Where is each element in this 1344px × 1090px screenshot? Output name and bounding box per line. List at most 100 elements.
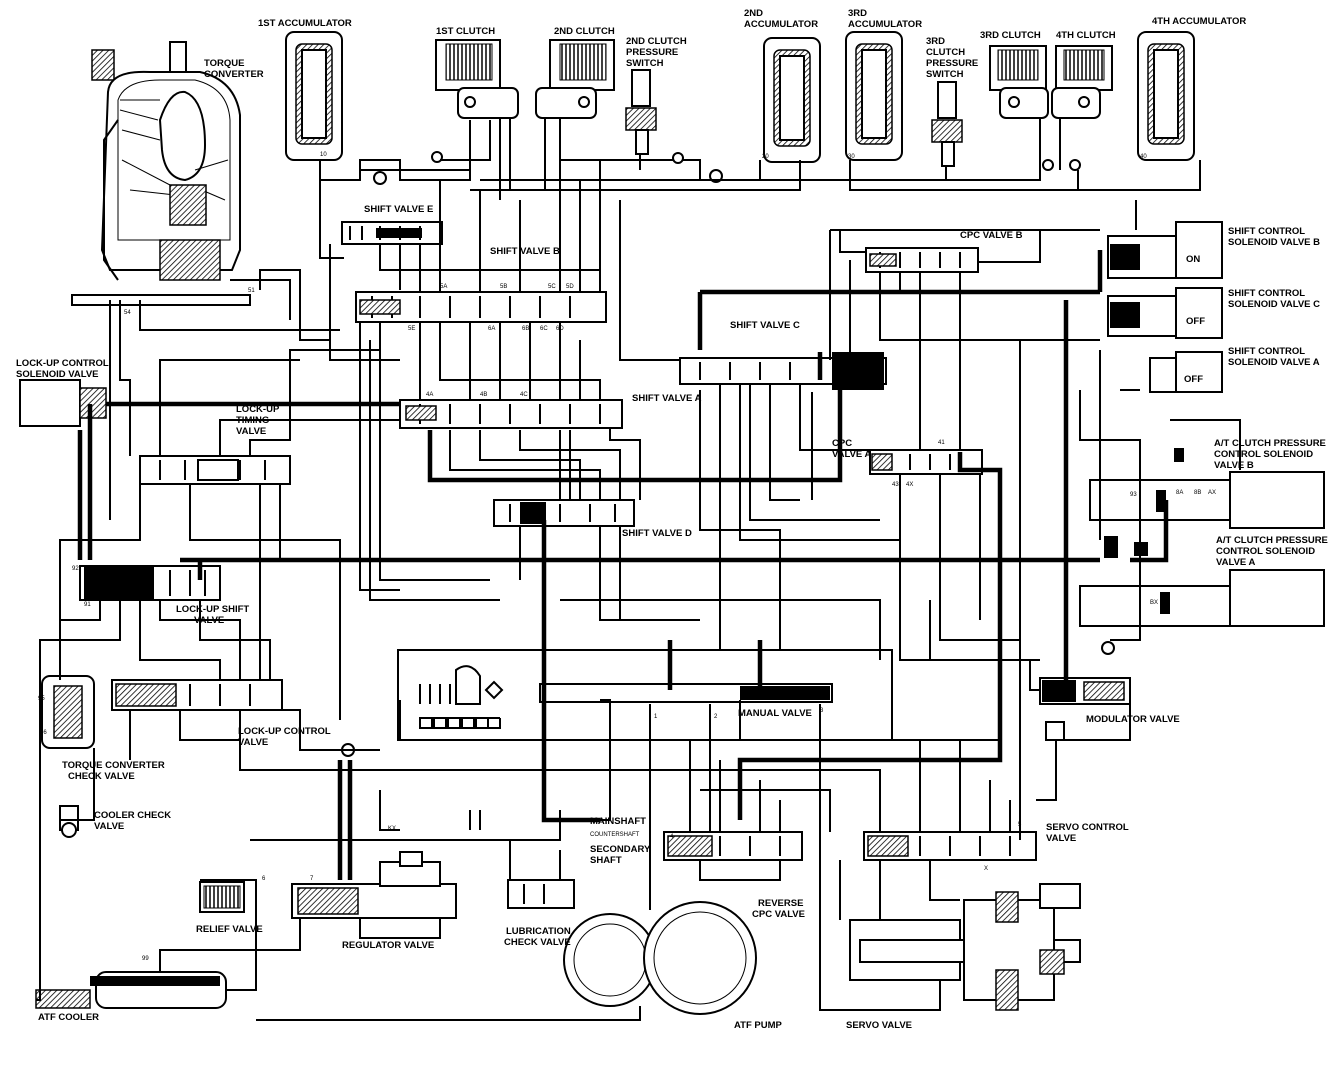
label-manual-valve: MANUAL VALVE	[738, 708, 812, 719]
label-torque-converter-b: CONVERTER	[204, 69, 264, 80]
torque-converter-check-valve	[41, 675, 95, 749]
label-clutch2-switch-a: 2ND CLUTCH	[626, 36, 687, 47]
label-clutch2: 2ND CLUTCH	[554, 26, 615, 37]
port-code: 5D	[566, 284, 574, 290]
label-lockup-shift-b: VALVE	[194, 615, 224, 626]
port-code: 4C	[520, 392, 528, 398]
clutch-4	[1051, 45, 1113, 119]
state-on: ON	[1186, 254, 1200, 265]
label-tc-check-b: CHECK VALVE	[68, 771, 135, 782]
label-atcp-a-a: A/T CLUTCH PRESSURE	[1216, 535, 1328, 546]
lock-up-control-valve	[111, 679, 283, 711]
label-lockup-timing-a: LOCK-UP	[236, 404, 280, 415]
label-lockup-control-a: LOCK-UP CONTROL	[238, 726, 331, 737]
label-clutch3-switch-b: CLUTCH	[926, 47, 965, 58]
clutch3-pressure-switch	[931, 81, 963, 167]
label-shift-valve-c: SHIFT VALVE C	[730, 320, 800, 331]
port-code: 7	[310, 876, 314, 882]
label-lockup-timing-b: TIMING	[236, 415, 269, 426]
label-servo-control-b: VALVE	[1046, 833, 1076, 844]
label-acc4: 4TH ACCUMULATOR	[1152, 16, 1246, 27]
port-code: AX	[1208, 490, 1216, 496]
label-atf-cooler: ATF COOLER	[38, 1012, 99, 1023]
clutch-2	[535, 39, 615, 119]
port-code: 54	[124, 310, 131, 316]
label-servo-valve: SERVO VALVE	[846, 1020, 912, 1031]
port-code: 6C	[540, 326, 548, 332]
lock-up-timing-valve	[139, 455, 291, 485]
manual-valve	[397, 649, 893, 741]
port-code: 43	[892, 482, 899, 488]
label-reverse-cpc-a: REVERSE	[758, 898, 803, 909]
shift-control-solenoid-c	[1107, 287, 1223, 339]
label-atcp-b-b: CONTROL SOLENOID	[1214, 449, 1313, 460]
shift-control-solenoid-a	[1149, 351, 1223, 393]
label-shift-valve-e: SHIFT VALVE E	[364, 204, 433, 215]
accumulator-4	[1137, 31, 1195, 161]
label-tc-check-a: TORQUE CONVERTER	[62, 760, 165, 771]
label-sol-c-b: SOLENOID VALVE C	[1228, 299, 1320, 310]
port-code: 6B	[522, 326, 529, 332]
label-atf-pump: ATF PUMP	[734, 1020, 783, 1031]
cooler-check-valve	[59, 805, 79, 838]
port-code: 4A	[426, 392, 433, 398]
label-lockup-sol-b: SOLENOID VALVE	[16, 369, 99, 380]
port-code: 6D	[556, 326, 564, 332]
atf-pump	[563, 901, 757, 1015]
label-mainshaft: MAINSHAFT	[590, 816, 646, 827]
label-shift-valve-b: SHIFT VALVE B	[490, 246, 560, 257]
label-lube-check-a: LUBRICATION	[506, 926, 571, 937]
label-clutch1: 1ST CLUTCH	[436, 26, 495, 37]
label-shift-valve-d: SHIFT VALVE D	[622, 528, 692, 539]
label-servo-control-a: SERVO CONTROL	[1046, 822, 1129, 833]
modulator-valve	[1039, 677, 1131, 741]
regulator-valve	[291, 851, 457, 939]
label-sol-b-a: SHIFT CONTROL	[1228, 226, 1305, 237]
label-sol-c-a: SHIFT CONTROL	[1228, 288, 1305, 299]
port-code: 1	[654, 714, 658, 720]
label-cpc-valve-a-b: VALVE A	[832, 449, 872, 460]
lock-up-control-solenoid	[19, 379, 107, 427]
port-code: 99	[142, 956, 149, 962]
port-code: 3	[820, 708, 824, 714]
port-code: 5B	[500, 284, 507, 290]
port-code: 5C	[548, 284, 556, 290]
cpc-valve-b	[865, 247, 979, 273]
label-torque-converter-a: TORQUE	[204, 58, 244, 69]
port-code: 96	[40, 730, 47, 736]
port-code: 20	[762, 154, 769, 160]
port-code: 6	[262, 876, 266, 882]
port-code: 41	[938, 440, 945, 446]
label-clutch3-switch-a: 3RD	[926, 36, 945, 47]
label-sol-a-b: SOLENOID VALVE A	[1228, 357, 1320, 368]
relief-valve	[199, 881, 245, 913]
port-code: X	[984, 866, 988, 872]
port-code: 2	[714, 714, 718, 720]
port-code: 30	[848, 154, 855, 160]
label-countershaft: COUNTERSHAFT	[590, 832, 640, 838]
port-code: 5A	[440, 284, 447, 290]
label-atcp-a-b: CONTROL SOLENOID	[1216, 546, 1315, 557]
port-code: KX	[388, 826, 396, 832]
label-shift-valve-a: SHIFT VALVE A	[632, 393, 702, 404]
lubrication-check-valve	[507, 879, 575, 909]
port-codes: 10 20 30 40 51 54 5A 5B 5C 5D 5E 6A 6B 6…	[38, 152, 1216, 962]
label-lockup-timing-c: VALVE	[236, 426, 266, 437]
label-atcp-b-c: VALVE B	[1214, 460, 1254, 471]
label-acc1: 1ST ACCUMULATOR	[258, 18, 352, 29]
shift-valve-e	[341, 221, 443, 245]
lock-up-shift-valve	[79, 565, 221, 601]
label-clutch3: 3RD CLUTCH	[980, 30, 1041, 41]
state-off-c: OFF	[1186, 316, 1205, 327]
port-code: 92	[72, 566, 79, 572]
label-relief-valve: RELIEF VALVE	[196, 924, 263, 935]
label-acc2-a: 2ND	[744, 8, 763, 19]
label-lockup-shift-a: LOCK-UP SHIFT	[176, 604, 249, 615]
shift-valve-d	[493, 499, 635, 527]
servo-valve	[849, 883, 1081, 1011]
label-lockup-sol-a: LOCK-UP CONTROL	[16, 358, 109, 369]
label-acc2-b: ACCUMULATOR	[744, 19, 818, 30]
label-clutch3-switch-c: PRESSURE	[926, 58, 978, 69]
port-code: BX	[1150, 600, 1158, 606]
